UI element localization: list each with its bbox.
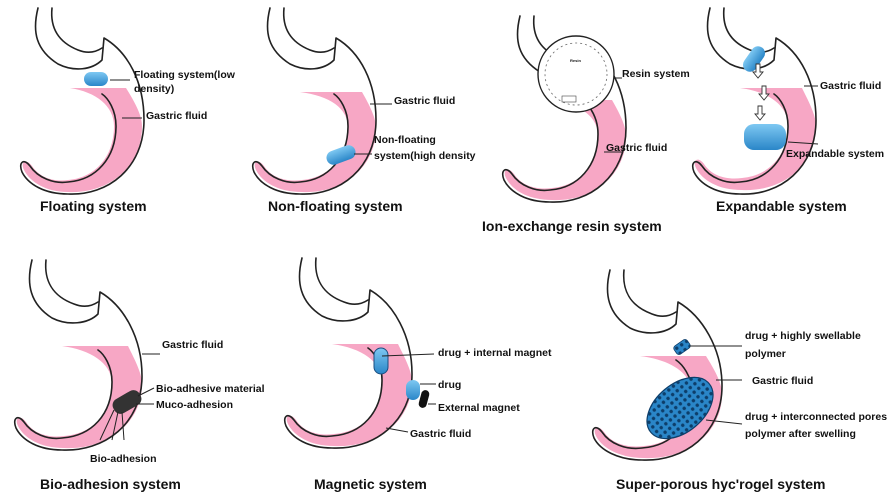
- label-non-floating-2: system(high density: [374, 150, 476, 162]
- caption-super-porous: Super-porous hyc'rogel system: [616, 476, 826, 492]
- caption-ion-exchange: Ion-exchange resin system: [482, 218, 662, 234]
- stomach-inner-wall: [724, 8, 774, 52]
- label-resin-system: Resin system: [622, 68, 690, 80]
- label-bio-adhesive-material: Bio-adhesive material: [156, 383, 265, 395]
- label-gastric-fluid: Gastric fluid: [752, 375, 813, 387]
- label-gastric-fluid: Gastric fluid: [606, 142, 667, 154]
- label-drug: drug: [438, 379, 461, 391]
- panel-non-floating: [253, 8, 392, 194]
- panel-ion-exchange: Resin: [503, 16, 626, 202]
- stomach-inner-wall: [624, 270, 676, 316]
- resin-inner-label: Resin: [570, 58, 581, 63]
- stomach-inner-wall: [46, 260, 98, 306]
- label-pores-1: drug + interconnected pores: [745, 411, 887, 423]
- label-pores-2: polymer after swelling: [745, 428, 856, 440]
- panel-bio-adhesion: [15, 260, 160, 450]
- caption-bio-adhesion: Bio-adhesion system: [40, 476, 181, 492]
- label-expandable-system: Expandable system: [786, 148, 884, 160]
- caption-non-floating: Non-floating system: [268, 198, 403, 214]
- label-swellable-1: drug + highly swellable: [745, 330, 861, 342]
- label-gastric-fluid: Gastric fluid: [410, 428, 471, 440]
- floating-capsule: [84, 72, 108, 86]
- label-gastric-fluid: Gastric fluid: [146, 110, 207, 122]
- caption-magnetic: Magnetic system: [314, 476, 427, 492]
- swellable-polymer-small: [673, 338, 692, 355]
- panel-super-porous: [593, 270, 742, 460]
- label-swellable-2: polymer: [745, 348, 786, 360]
- capsule-drug: [406, 380, 420, 400]
- label-gastric-fluid: Gastric fluid: [820, 80, 881, 92]
- label-non-floating-1: Non-floating: [374, 134, 436, 146]
- expanded-capsule: [744, 124, 786, 150]
- label-floating-system-2: density): [134, 83, 174, 95]
- label-floating-system-1: Floating system(low: [134, 69, 236, 81]
- panel-floating: [21, 8, 144, 194]
- label-muco-adhesion: Muco-adhesion: [156, 399, 233, 411]
- capsule-internal-magnet: [374, 348, 388, 374]
- caption-floating: Floating system: [40, 198, 147, 214]
- panel-expandable: [693, 8, 818, 194]
- down-arrow-icon: [755, 106, 765, 120]
- label-gastric-fluid: Gastric fluid: [162, 339, 223, 351]
- label-internal-magnet: drug + internal magnet: [438, 347, 552, 359]
- stomach-inner-wall: [52, 8, 102, 52]
- stomach-inner-wall: [284, 8, 334, 52]
- label-gastric-fluid: Gastric fluid: [394, 95, 455, 107]
- label-external-magnet: External magnet: [438, 402, 520, 414]
- label-bio-adhesion: Bio-adhesion: [90, 453, 157, 465]
- caption-expandable: Expandable system: [716, 198, 847, 214]
- stomach-inner-wall: [316, 258, 368, 304]
- panel-magnetic: [285, 258, 436, 448]
- leader-line: [386, 428, 408, 432]
